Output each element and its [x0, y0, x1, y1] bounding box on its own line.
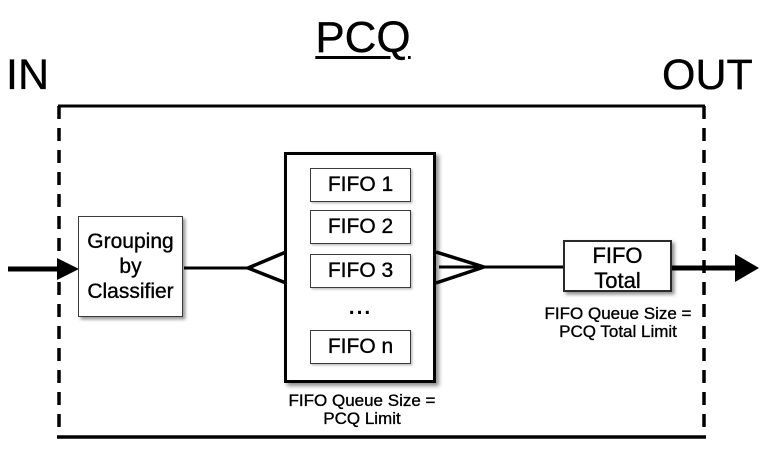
fifo-queue-box: FIFO 1 — [310, 168, 411, 202]
flow-in-arrow-icon — [8, 258, 79, 280]
caption-line: PCQ Limit — [323, 409, 401, 428]
flow-out-arrow-icon — [671, 254, 759, 282]
out-label: OUT — [662, 51, 753, 99]
caption-line: FIFO Queue Size = — [288, 391, 436, 410]
classifier-label-line: by — [119, 255, 142, 278]
fifo-queue-box: FIFO n — [310, 330, 411, 364]
pcq-sub-queues-container: FIFO 1 FIFO 2 FIFO 3 ... FIFO n — [284, 152, 436, 383]
ellipsis-label: ... — [348, 296, 373, 319]
pcq-total-limit-caption: FIFO Queue Size = PCQ Total Limit — [508, 304, 728, 341]
fifo-total-label-line: FIFO — [592, 243, 643, 268]
fanout-branch-lines — [247, 250, 287, 285]
grouping-by-classifier-box: Grouping by Classifier — [78, 216, 183, 317]
fifo-queue-box: FIFO 2 — [310, 210, 411, 244]
classifier-label-line: Grouping — [87, 230, 174, 253]
fifo-total-box: FIFO Total — [563, 240, 672, 293]
fanin-branch-lines — [435, 250, 485, 285]
diagram-title: PCQ — [315, 13, 411, 62]
fifo-queue-box: FIFO 3 — [310, 254, 411, 288]
caption-line: FIFO Queue Size = — [544, 304, 692, 323]
classifier-label-line: Classifier — [87, 280, 174, 303]
fifo-total-label-line: Total — [594, 268, 641, 293]
pcq-limit-caption: FIFO Queue Size = PCQ Limit — [252, 391, 472, 428]
caption-line: PCQ Total Limit — [559, 322, 677, 341]
in-label: IN — [6, 51, 49, 99]
